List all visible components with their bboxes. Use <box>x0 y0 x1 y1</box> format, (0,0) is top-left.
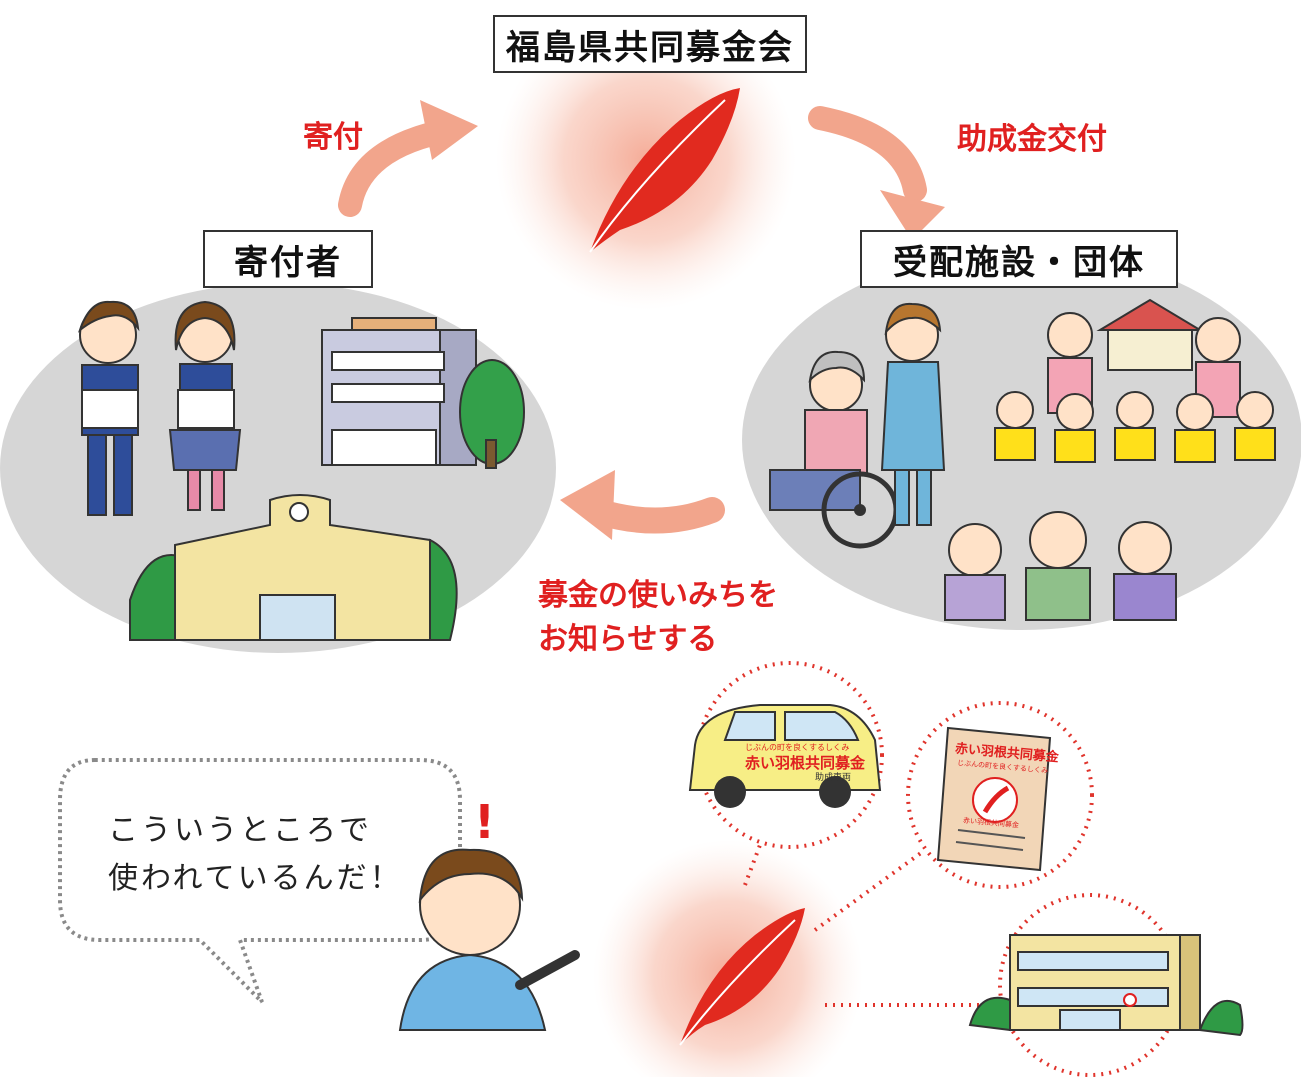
report-label-line1: 募金の使いみちを <box>538 578 778 613</box>
title-box: 福島県共同募金会 <box>493 15 807 73</box>
donors-box: 寄付者 <box>203 230 373 288</box>
speech-bubble <box>58 758 462 1004</box>
report-arrow <box>560 470 725 540</box>
bottom-red-feather-icon <box>679 908 805 1046</box>
bubble-line2: 使われているんだ！ <box>108 861 403 896</box>
car-illustration <box>688 704 882 808</box>
office-building-illustration <box>321 317 477 466</box>
bottom-feather-glow <box>593 840 863 1077</box>
book-dotted-circle <box>906 701 1094 889</box>
student-girl-illustration <box>168 300 242 511</box>
exclamation-mark: ! <box>474 795 495 849</box>
boy-pointing-illustration <box>398 848 580 1031</box>
report-label: 募金の使いみちを お知らせする <box>538 574 778 662</box>
caregiver-illustration <box>880 302 946 526</box>
bubble-line1: こういうところで <box>108 813 372 848</box>
report-label-line2: お知らせする <box>538 622 718 657</box>
top-red-feather-icon <box>589 88 740 253</box>
children-group-illustration <box>994 312 1276 463</box>
recipients-label: 受配施設・団体 <box>893 242 1145 283</box>
donate-label: 寄付 <box>303 120 363 155</box>
car-text-sub: 助成車両 <box>815 773 852 783</box>
wheelchair-elder-illustration <box>769 350 899 549</box>
facility-building-illustration <box>968 934 1244 1037</box>
donate-arrow <box>338 100 478 217</box>
car-text-small: じぶんの町を良くするしくみ <box>745 743 850 752</box>
tree-illustration <box>459 359 525 469</box>
elderly-group-illustration <box>944 511 1177 621</box>
connector-book <box>813 848 927 932</box>
book-illustration <box>936 726 1052 872</box>
donors-label: 寄付者 <box>234 242 342 283</box>
student-boy-illustration <box>77 300 140 516</box>
grant-label: 助成金交付 <box>957 122 1107 157</box>
school-building-illustration <box>129 494 458 641</box>
title-text: 福島県共同募金会 <box>506 27 794 68</box>
bubble-text: こういうところで 使われているんだ！ <box>108 807 403 903</box>
nursery-house-illustration <box>1096 298 1204 371</box>
recipients-box: 受配施設・団体 <box>860 230 1178 288</box>
grant-arrow <box>808 106 945 240</box>
car-text-main: 赤い羽根共同募金 <box>745 754 866 772</box>
